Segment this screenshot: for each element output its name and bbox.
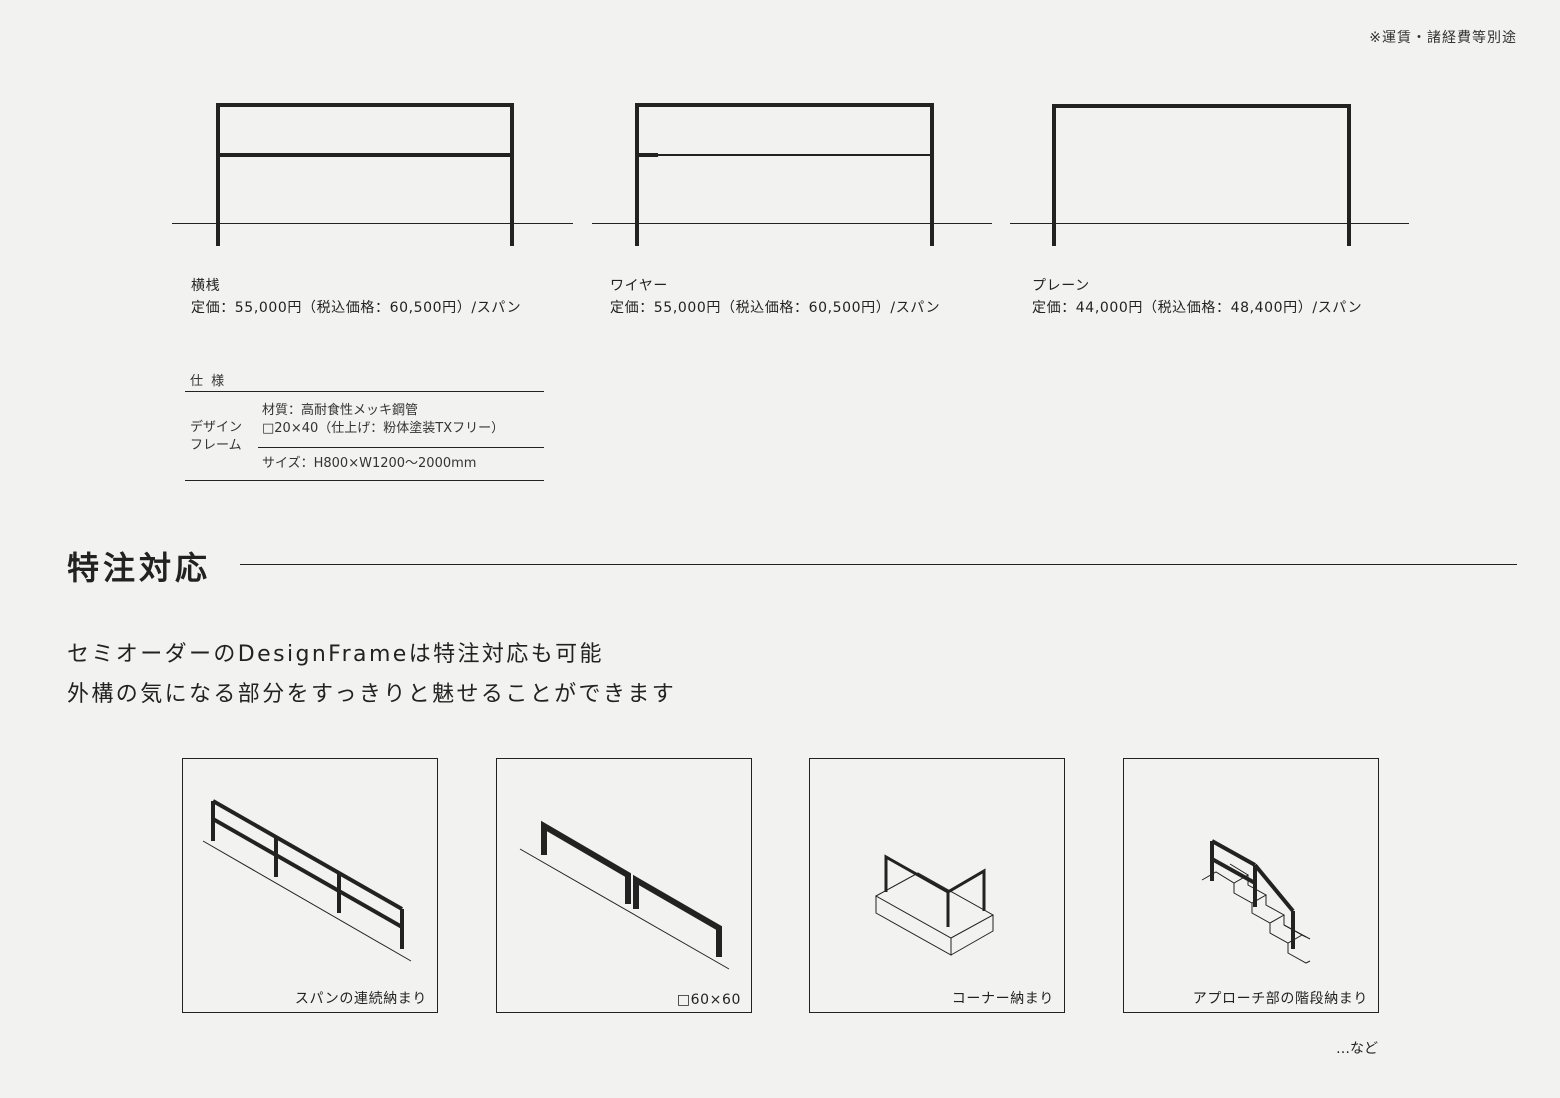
ground-line [1010,223,1409,224]
product-name: 横桟 [191,278,221,294]
ground-line [172,223,573,224]
continuous-span-illustration [202,799,412,962]
section-title: 特注対応 [67,549,212,587]
spec-label-line: フレーム [190,438,242,453]
product-price: 定価：55,000円（税込価格：60,500円）/スパン [610,300,941,316]
spec-material-line: 材質：高耐食性メッキ鋼管 [262,403,419,418]
section-title-rule [240,564,1517,565]
product-price: 定価：55,000円（税込価格：60,500円）/スパン [191,300,522,316]
fence-plain-drawing [1052,104,1351,246]
product-wire: ワイヤー 定価：55,000円（税込価格：60,500円）/スパン [610,275,940,319]
fence-wire-drawing [635,103,934,246]
card-caption: スパンの連続納まり [294,991,427,1007]
spec-material-line: □20×40（仕上げ：粉体塗装TXフリー） [262,421,505,436]
footer-etc-note: …など [1336,1041,1378,1057]
card-caption: アプローチ部の階段納まり [1192,991,1368,1007]
card-caption: □60×60 [676,992,741,1008]
lead-text-line1: セミオーダーのDesignFrameは特注対応も可能 [67,642,604,667]
stairs-illustration [1201,839,1311,964]
card-caption: コーナー納まり [951,991,1054,1007]
spec-title: 仕 様 [190,374,227,389]
ground-line [592,223,992,224]
spec-top-rule [185,391,544,392]
post-60x60-illustration [519,820,730,970]
lead-text-line2: 外構の気になる部分をすっきりと魅せることができます [67,682,677,707]
custom-card-60x60: □60×60 [496,758,752,1013]
custom-card-corner: コーナー納まり [809,758,1065,1013]
fence-horizontal-rail-drawing [216,103,514,246]
product-name: ワイヤー [610,278,668,294]
product-plain: プレーン 定価：44,000円（税込価格：48,400円）/スパン [1032,275,1362,319]
shipping-note: ※運賃・諸経費等別途 [1369,30,1517,46]
spec-label-line: デザイン [190,420,243,435]
product-horizontal-rail: 横桟 定価：55,000円（税込価格：60,500円）/スパン [191,275,521,319]
custom-card-stairs: アプローチ部の階段納まり [1123,758,1379,1013]
spec-material: 材質：高耐食性メッキ鋼管 □20×40（仕上げ：粉体塗装TXフリー） [262,402,504,438]
custom-card-continuous-span: スパンの連続納まり [182,758,438,1013]
product-name: プレーン [1032,278,1090,294]
spec-bottom-rule [185,480,544,481]
spec-label: デザイン フレーム [190,419,242,455]
corner-illustration [874,854,995,956]
product-price: 定価：44,000円（税込価格：48,400円）/スパン [1032,300,1363,316]
spec-mid-rule [258,447,544,448]
spec-size: サイズ：H800×W1200〜2000mm [262,456,477,471]
